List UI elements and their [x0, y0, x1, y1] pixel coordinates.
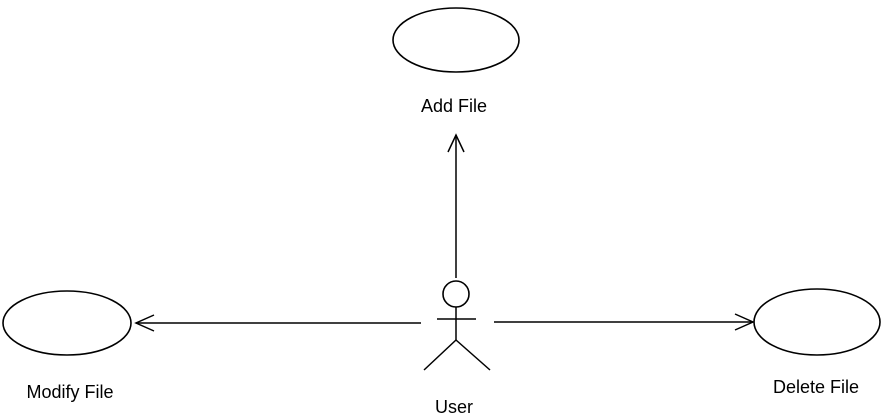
association-user-modify-file [134, 314, 421, 332]
use-case-add-file-label: Add File [421, 96, 487, 116]
use-case-delete-file-label: Delete File [773, 377, 859, 397]
use-case-modify-file-ellipse [2, 290, 132, 356]
actor-right-leg [455, 339, 491, 371]
use-case-delete-file: Delete File [753, 288, 881, 397]
arrowhead-icon [134, 314, 155, 332]
arrowhead-icon [447, 133, 465, 153]
actor-user-label: User [435, 397, 473, 417]
arrowhead-icon [734, 313, 755, 331]
actor-head [442, 280, 470, 308]
use-case-add-file-ellipse [392, 7, 520, 73]
association-user-delete-file [494, 313, 755, 331]
use-case-modify-file-label: Modify File [26, 382, 113, 402]
use-case-delete-file-ellipse [753, 288, 881, 356]
actor-left-leg [423, 339, 457, 371]
association-user-add-file [447, 133, 465, 278]
use-case-modify-file: Modify File [2, 290, 132, 402]
use-case-add-file: Add File [392, 7, 520, 116]
actor-user: User [423, 280, 491, 417]
